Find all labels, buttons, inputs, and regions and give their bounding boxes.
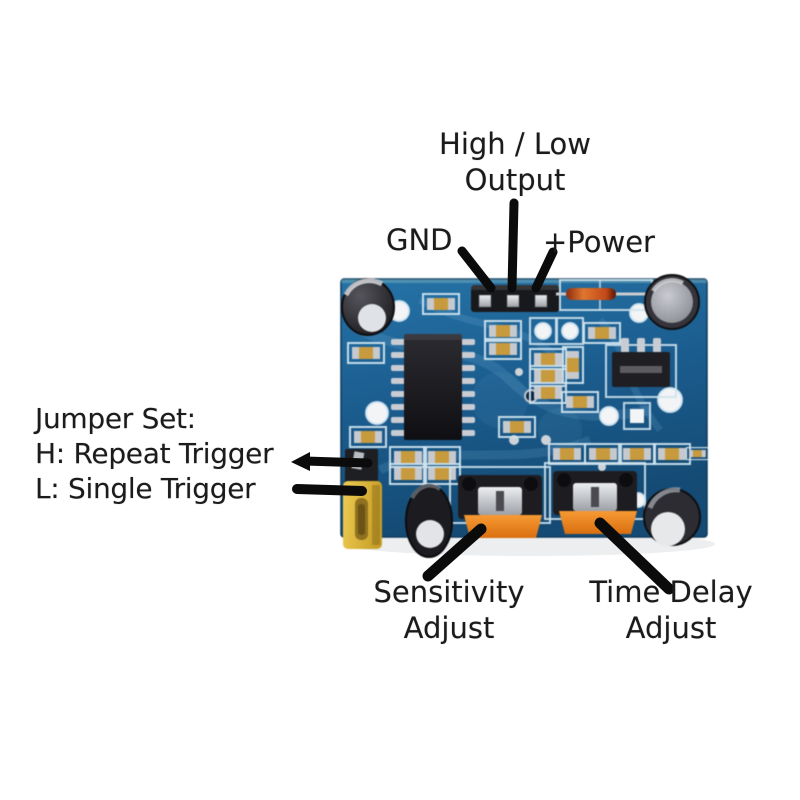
voltage-regulator <box>599 338 677 430</box>
capacitor-bottom-right <box>643 487 701 546</box>
capacitor-top-left <box>341 278 395 336</box>
mounting-hole <box>365 401 389 425</box>
gnd-arrow <box>457 246 496 293</box>
repeat-trigger-arrow <box>291 452 373 471</box>
mounting-hole <box>657 387 683 413</box>
power-label: +Power <box>543 225 655 259</box>
gnd-label: GND <box>386 223 453 257</box>
output-pin <box>506 294 520 308</box>
time-delay-arrow <box>594 517 675 595</box>
sensitivity-label-line2: Adjust <box>403 611 495 645</box>
power-pin <box>534 294 548 308</box>
sensitivity-label: Sensitivity Adjust <box>337 574 561 646</box>
power-arrow <box>531 247 558 293</box>
output-arrow <box>507 198 519 293</box>
callout-arrows <box>291 198 675 595</box>
jumper-set-label: Jumper Set: H: Repeat Trigger L: Single … <box>35 401 274 506</box>
pcb-top-edge <box>341 279 707 283</box>
output-label: High / Low Output <box>397 126 633 198</box>
ic-chip <box>391 334 475 440</box>
time-delay-label-line2: Adjust <box>625 611 717 645</box>
time-delay-label: Time Delay Adjust <box>559 574 783 646</box>
capacitor-bottom-left <box>405 483 453 558</box>
jumper-set-title: Jumper Set: <box>35 402 196 435</box>
gnd-pin <box>478 294 492 308</box>
sensitivity-arrow <box>422 523 487 582</box>
protection-diode <box>556 279 653 311</box>
pcb-board-photo <box>340 274 708 558</box>
jumper-repeat-trigger: H: Repeat Trigger <box>35 437 274 470</box>
sensitivity-label-line1: Sensitivity <box>373 575 525 609</box>
jumper-single-trigger: L: Single Trigger <box>35 472 256 505</box>
single-trigger-arrow <box>292 484 367 496</box>
ic-body <box>404 334 462 440</box>
capacitor-top-right <box>644 274 700 330</box>
sensitivity-potentiometer <box>449 466 551 538</box>
output-label-line1: High / Low <box>439 127 591 161</box>
diode-body <box>566 288 616 300</box>
regulator-body <box>612 352 670 387</box>
output-label-line2: Output <box>464 163 566 197</box>
through-hole-pad <box>599 406 619 426</box>
time-delay-label-line1: Time Delay <box>589 575 753 609</box>
